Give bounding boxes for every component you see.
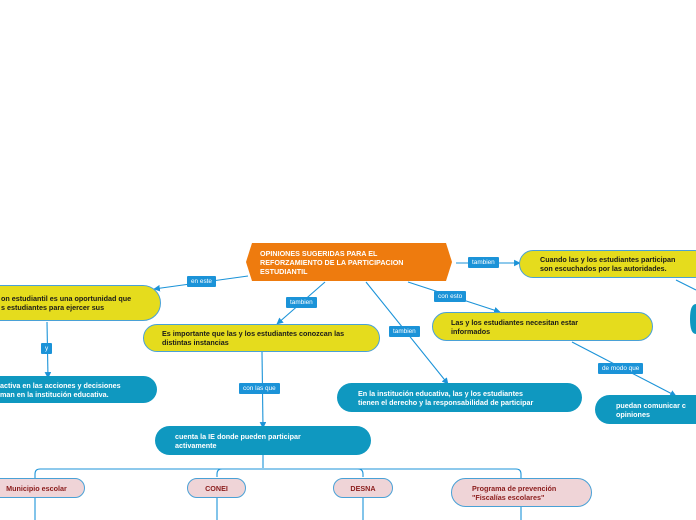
root-node[interactable]: OPINIONES SUGERIDAS PARA EL REFORZAMIENT… xyxy=(246,243,452,281)
label-y: y xyxy=(41,343,53,355)
node-communicate-text: puedan comunicar c opiniones xyxy=(616,400,686,419)
label-tambien-heard: tambien xyxy=(468,257,499,269)
node-communicate[interactable]: puedan comunicar c opiniones xyxy=(595,395,696,424)
edge-heard-offscreen xyxy=(675,279,696,291)
node-fiscalias-text: Programa de prevención "Fiscalías escola… xyxy=(472,483,557,502)
node-conei[interactable]: CONEI xyxy=(187,478,246,498)
node-rights-text: En la institución educativa, las y los e… xyxy=(358,388,534,407)
label-en-este: en este xyxy=(187,276,216,288)
label-tambien-rights: tambien xyxy=(389,326,420,338)
node-conei-text: CONEI xyxy=(205,483,228,493)
node-informed-text: Las y los estudiantes necesitan estar in… xyxy=(451,317,579,336)
label-de-modo-que: de modo que xyxy=(598,363,644,375)
node-informed[interactable]: Las y los estudiantes necesitan estar in… xyxy=(432,312,653,341)
label-con-las-que: con las que xyxy=(239,383,280,395)
node-ie-participate-text: cuenta la IE donde pueden participar act… xyxy=(175,431,301,450)
label-con-esto: con esto xyxy=(434,291,467,303)
node-ie-participate[interactable]: cuenta la IE donde pueden participar act… xyxy=(155,426,371,455)
node-important-instances[interactable]: Es importante que las y los estudiantes … xyxy=(143,324,380,352)
node-heard[interactable]: Cuando las y los estudiantes participan … xyxy=(519,250,696,278)
node-important-instances-text: Es importante que las y los estudiantes … xyxy=(162,329,345,347)
node-fiscalias[interactable]: Programa de prevención "Fiscalías escola… xyxy=(451,478,592,507)
node-active-decisions-text: activa en las acciones y decisiones man … xyxy=(0,380,121,399)
node-heard-text: Cuando las y los estudiantes participan … xyxy=(540,255,676,273)
node-participation-opportunity[interactable]: on estudiantil es una oportunidad que s … xyxy=(0,285,161,321)
node-active-decisions[interactable]: activa en las acciones y decisiones man … xyxy=(0,376,157,403)
root-text: OPINIONES SUGERIDAS PARA EL REFORZAMIENT… xyxy=(260,248,404,276)
node-rights[interactable]: En la institución educativa, las y los e… xyxy=(337,383,582,412)
node-participation-opportunity-text: on estudiantil es una oportunidad que s … xyxy=(1,294,132,312)
node-desna[interactable]: DESNA xyxy=(333,478,393,498)
node-municipio-escolar-text: Municipio escolar xyxy=(6,483,67,493)
offscreen-node-edge xyxy=(690,304,696,334)
node-desna-text: DESNA xyxy=(350,483,376,493)
node-municipio-escolar[interactable]: Municipio escolar xyxy=(0,478,85,498)
label-tambien-important: tambien xyxy=(286,297,317,309)
edge-ie-branches xyxy=(34,455,522,479)
